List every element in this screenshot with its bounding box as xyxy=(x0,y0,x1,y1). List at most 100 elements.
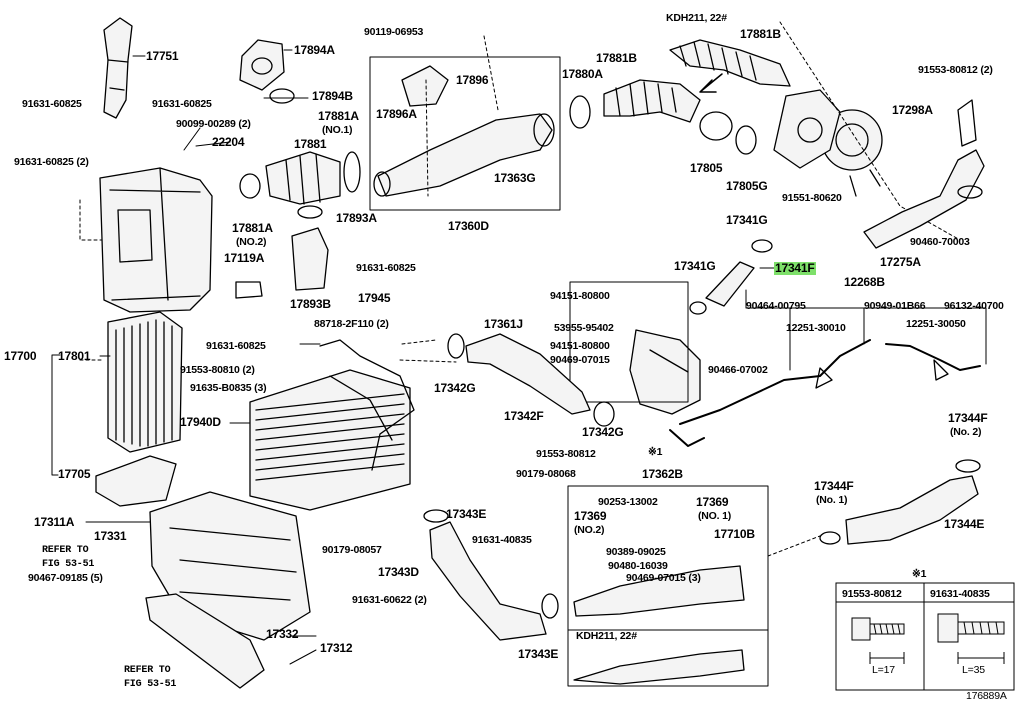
insulator-icon xyxy=(239,39,285,91)
refer-to-fig-53-51[interactable]: FIG 53-51 xyxy=(42,559,95,570)
label-17705[interactable]: 17705 xyxy=(58,467,91,481)
label-17275a[interactable]: 17275A xyxy=(880,255,921,269)
label-17343e[interactable]: 17343E xyxy=(518,647,559,661)
label-94151-80800[interactable]: 94151-80800 xyxy=(550,290,610,302)
label-91631-60825[interactable]: 91631-60825 xyxy=(356,262,416,274)
label-17369-no1-note: (NO. 1) xyxy=(698,510,732,522)
label-17881[interactable]: 17881 xyxy=(294,137,327,151)
label-17805g[interactable]: 17805G xyxy=(726,179,768,193)
air-filter-element-icon xyxy=(107,311,183,453)
label-17341g[interactable]: 17341G xyxy=(726,213,768,227)
label-90949-01b66[interactable]: 90949-01B66 xyxy=(864,300,926,312)
label-90179-08057[interactable]: 90179-08057 xyxy=(322,544,382,556)
label-17894b[interactable]: 17894B xyxy=(312,89,353,103)
label-17894a[interactable]: 17894A xyxy=(294,43,335,57)
label-91631-60825[interactable]: 91631-60825 xyxy=(152,98,212,110)
label-17881b[interactable]: 17881B xyxy=(740,27,781,41)
label-17312[interactable]: 17312 xyxy=(320,641,353,655)
label-53955-95402[interactable]: 53955-95402 xyxy=(554,322,614,334)
label-90389-09025[interactable]: 90389-09025 xyxy=(606,546,666,558)
label-91631-60825[interactable]: 91631-60825 xyxy=(206,340,266,352)
label-17710b[interactable]: 17710B xyxy=(714,527,755,541)
label-12251-30010[interactable]: 12251-30010 xyxy=(786,322,846,334)
label-17881a-no1[interactable]: 17881A xyxy=(318,109,359,123)
label-90480-16039[interactable]: 90480-16039 xyxy=(608,560,668,572)
refer-to-fig-53-51[interactable]: FIG 53-51 xyxy=(124,679,177,690)
label-91553-80812[interactable]: 91553-80812 xyxy=(536,448,596,460)
label-91631-60825[interactable]: 91631-60825 xyxy=(22,98,82,110)
label-17369-no2[interactable]: 17369 xyxy=(574,509,607,523)
label-17342g[interactable]: 17342G xyxy=(582,425,624,439)
label-17940d[interactable]: 17940D xyxy=(180,415,221,429)
label-88718-2f110[interactable]: 88718-2F110 (2) xyxy=(314,318,389,330)
label-17369-no1[interactable]: 17369 xyxy=(696,495,729,509)
label-12268b[interactable]: 12268B xyxy=(844,275,885,289)
label-17369-no2-note: (NO.2) xyxy=(574,524,605,536)
label-91631-60622[interactable]: 91631-60622 (2) xyxy=(352,594,427,606)
label-17342g[interactable]: 17342G xyxy=(434,381,476,395)
label-22204[interactable]: 22204 xyxy=(212,135,245,149)
label-17344f-no2-note: (No. 2) xyxy=(950,426,982,438)
label-17362b[interactable]: 17362B xyxy=(642,467,683,481)
label-17311a[interactable]: 17311A xyxy=(34,515,75,529)
label-91631-60825-2[interactable]: 91631-60825 (2) xyxy=(14,156,89,168)
label-17896a[interactable]: 17896A xyxy=(376,107,417,121)
label-17896[interactable]: 17896 xyxy=(456,73,489,87)
ref-table-length-1: L=17 xyxy=(872,664,895,676)
label-17119a[interactable]: 17119A xyxy=(224,251,265,265)
label-17881a-no2[interactable]: 17881A xyxy=(232,221,273,235)
label-17881b[interactable]: 17881B xyxy=(596,51,637,65)
label-kdh-top: KDH211, 22# xyxy=(666,12,727,24)
label-17331[interactable]: 17331 xyxy=(94,529,127,543)
label-17342f[interactable]: 17342F xyxy=(504,409,544,423)
label-17700[interactable]: 17700 xyxy=(4,349,37,363)
label-91551-80620[interactable]: 91551-80620 xyxy=(782,192,842,204)
label-17361j[interactable]: 17361J xyxy=(484,317,523,331)
label-17343d[interactable]: 17343D xyxy=(378,565,419,579)
label-17332[interactable]: 17332 xyxy=(266,627,299,641)
label-17893a[interactable]: 17893A xyxy=(336,211,377,225)
label-90464-00795[interactable]: 90464-00795 xyxy=(746,300,806,312)
turbocharger-icon xyxy=(773,89,883,197)
label-90469-07015[interactable]: 90469-07015 xyxy=(550,354,610,366)
label-90099-00289[interactable]: 90099-00289 (2) xyxy=(176,118,251,130)
label-17341g[interactable]: 17341G xyxy=(674,259,716,273)
label-90467-09185[interactable]: 90467-09185 (5) xyxy=(28,572,103,584)
label-17751[interactable]: 17751 xyxy=(146,49,179,63)
label-91631-40835[interactable]: 91631-40835 xyxy=(472,534,532,546)
label-17343e[interactable]: 17343E xyxy=(446,507,487,521)
label-90460-70003[interactable]: 90460-70003 xyxy=(910,236,970,248)
label-17945[interactable]: 17945 xyxy=(358,291,391,305)
ref-table-mark: ※1 xyxy=(912,568,927,580)
label-17298a[interactable]: 17298A xyxy=(892,103,933,117)
refer-to-fig-53-51[interactable]: REFER TO xyxy=(124,665,171,676)
label-17344f-no1[interactable]: 17344F xyxy=(814,479,854,493)
refer-to-fig-53-51[interactable]: REFER TO xyxy=(42,545,89,556)
label-90179-08068[interactable]: 90179-08068 xyxy=(516,468,576,480)
ref-table-part-2[interactable]: 91631-40835 xyxy=(930,588,990,600)
label-17360d[interactable]: 17360D xyxy=(448,219,489,233)
label-17893b[interactable]: 17893B xyxy=(290,297,331,311)
label-91553-80812-2[interactable]: 91553-80812 (2) xyxy=(918,64,993,76)
label-17801[interactable]: 17801 xyxy=(58,349,91,363)
figure-id: 176889A xyxy=(966,690,1007,702)
bracket-17705-icon xyxy=(95,455,177,507)
label-ref-mark: ※1 xyxy=(648,446,663,458)
label-96132-40700[interactable]: 96132-40700 xyxy=(944,300,1004,312)
label-17344e[interactable]: 17344E xyxy=(944,517,985,531)
group-box-17362b xyxy=(567,485,769,687)
label-94151-80800[interactable]: 94151-80800 xyxy=(550,340,610,352)
label-91635-b0835[interactable]: 91635-B0835 (3) xyxy=(190,382,267,394)
label-17341f-highlighted[interactable]: 17341F xyxy=(774,261,816,275)
label-91553-80810[interactable]: 91553-80810 (2) xyxy=(180,364,255,376)
label-17363g[interactable]: 17363G xyxy=(494,171,536,185)
label-12251-30050[interactable]: 12251-30050 xyxy=(906,318,966,330)
label-17344f-no2[interactable]: 17344F xyxy=(948,411,988,425)
label-17880a[interactable]: 17880A xyxy=(562,67,603,81)
label-90469-07015-3[interactable]: 90469-07015 (3) xyxy=(626,572,701,584)
label-17805[interactable]: 17805 xyxy=(690,161,723,175)
label-90119-06953[interactable]: 90119-06953 xyxy=(364,26,424,38)
ref-table-part-1[interactable]: 91553-80812 xyxy=(842,588,902,600)
label-90466-07002[interactable]: 90466-07002 xyxy=(708,364,768,376)
label-90253-13002[interactable]: 90253-13002 xyxy=(598,496,658,508)
